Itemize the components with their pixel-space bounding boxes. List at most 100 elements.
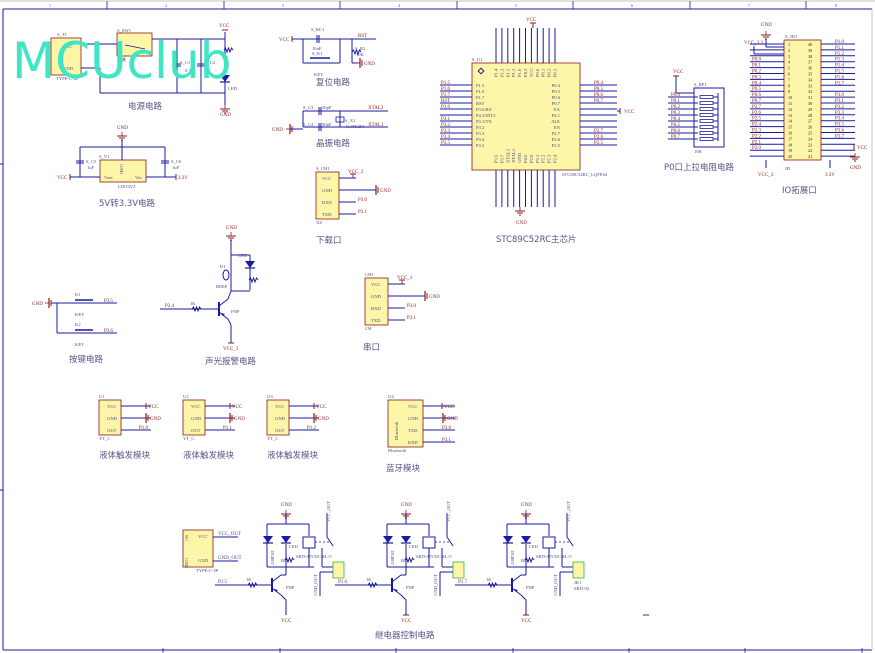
cap-ref: S_RC1 bbox=[311, 27, 325, 32]
alarm-led bbox=[245, 261, 255, 268]
pin-name: GND bbox=[198, 558, 209, 563]
io-footprint: JD bbox=[785, 166, 791, 171]
module-footprint: YT_C bbox=[99, 436, 110, 441]
module-ref: U2 bbox=[183, 394, 189, 399]
pin-number: 2 bbox=[788, 48, 790, 53]
vcc-net: VCC bbox=[673, 70, 684, 75]
mcu-pin-right: P0.7 bbox=[552, 101, 561, 106]
cap-value: 0.1uF bbox=[185, 68, 196, 73]
diode-part: 1N4007 bbox=[510, 550, 515, 566]
res-ref: S_R2 bbox=[355, 46, 366, 51]
relay-net: P1.5 bbox=[218, 580, 228, 585]
section-title-keys: 按键电路 bbox=[69, 354, 104, 365]
module-ref: U3 bbox=[267, 394, 273, 399]
column-number: 4 bbox=[398, 3, 400, 8]
alarm-net: P2.4 bbox=[165, 304, 175, 309]
io-net-right: P1.3 bbox=[835, 58, 845, 63]
ldo-pin: GND bbox=[119, 164, 124, 175]
transistor-arrow bbox=[514, 589, 518, 592]
io-net-left: P2.4 bbox=[752, 123, 762, 128]
pullup-net: P0.0 bbox=[671, 93, 681, 98]
io-net-right: P1.2 bbox=[835, 52, 845, 57]
transistor-collector bbox=[271, 574, 282, 583]
pin-name: RXD bbox=[322, 200, 332, 205]
switch-ref: S_SW1 bbox=[117, 28, 132, 33]
pin-name: GND bbox=[408, 416, 419, 421]
rn-ref: S_RP1 bbox=[694, 82, 707, 87]
mcu-pin-left: P1.5 bbox=[476, 83, 485, 88]
mcu-pin-left: P3.2 bbox=[476, 125, 485, 130]
net-txd: P3.0 bbox=[442, 426, 452, 431]
mcu-pin-left: RST bbox=[476, 101, 485, 106]
mcu-pin-left: P4.3/INT2 bbox=[476, 113, 496, 118]
crystal-ref: S_X1 bbox=[345, 118, 356, 123]
jack-type: SRD-03 bbox=[574, 586, 590, 591]
typec-connector bbox=[182, 529, 214, 568]
mcu-pin-top: P1.2 bbox=[505, 68, 510, 77]
diode-part: 1N4007 bbox=[270, 550, 275, 566]
mcu-pin-left: P3.5 bbox=[476, 143, 485, 148]
buzzer-type: BEEP bbox=[216, 284, 228, 289]
mcu-net-left: P3.3 bbox=[441, 129, 451, 134]
key-label: KEY bbox=[314, 72, 324, 77]
mcu-pin-bottom: P2.4 bbox=[553, 154, 558, 163]
pin-number: 36 bbox=[808, 66, 812, 71]
ldo-ref: S_V1 bbox=[99, 154, 110, 159]
mcu-pin-left: P3.0/RX bbox=[476, 107, 493, 112]
relay-led bbox=[401, 536, 411, 543]
pin-number: 22 bbox=[808, 148, 812, 153]
pin-name: VCC bbox=[107, 404, 116, 409]
rn-value: 10K bbox=[694, 149, 703, 154]
cap-ref: S_C5 bbox=[86, 159, 97, 164]
cap-value: 1uF bbox=[87, 165, 95, 170]
pin1-marker bbox=[477, 67, 485, 75]
net-gnd: GND bbox=[429, 295, 440, 300]
pullup-net: P0.7 bbox=[671, 135, 681, 140]
mcu-pin-left: P1.6 bbox=[476, 89, 485, 94]
key-ref: S_K1 bbox=[312, 51, 323, 56]
res-value: 10K bbox=[356, 52, 365, 57]
resistor bbox=[223, 46, 234, 54]
pin-number: 16 bbox=[788, 131, 792, 136]
mcuclub-watermark-logo: MCUclub bbox=[12, 32, 231, 90]
pin-name: GND bbox=[371, 294, 382, 299]
pin-name: TXD bbox=[408, 428, 418, 433]
pin-name: VCC bbox=[275, 404, 284, 409]
pin-name: OUT bbox=[275, 428, 285, 433]
led-label: LED bbox=[409, 544, 419, 549]
ea-vcc-net: VCC bbox=[624, 110, 635, 115]
section-title-power: 电源电路 bbox=[128, 101, 163, 112]
cap-ref: S_C3 bbox=[303, 105, 314, 110]
relay-led bbox=[521, 536, 531, 543]
pullup-net: P0.6 bbox=[671, 129, 681, 134]
pin-name: GND bbox=[191, 416, 202, 421]
net-rxd: P3.0 bbox=[358, 198, 368, 203]
section-title-liquid: 液体触发模块 bbox=[267, 450, 319, 461]
column-number: 8 bbox=[835, 3, 837, 8]
gnd-net: GND bbox=[401, 503, 412, 508]
pin-name: RXD bbox=[371, 306, 381, 311]
typec-part: TYPE-C-2P bbox=[196, 568, 219, 573]
header-CH1 bbox=[364, 277, 389, 326]
section-title-relay: 继电器控制电路 bbox=[375, 630, 435, 641]
mcu-pin-right: P0.4 bbox=[552, 83, 561, 88]
mcu-pin-right: ALE bbox=[551, 119, 560, 124]
ldo-pin: Vin bbox=[135, 175, 142, 180]
pullup-resistor bbox=[699, 113, 714, 117]
relay-coil bbox=[542, 536, 556, 549]
gnd-out-label: GND_OUT bbox=[433, 574, 438, 596]
gnd-net: GND bbox=[364, 62, 375, 67]
wire bbox=[227, 290, 232, 300]
section-title-liquid: 液体触发模块 bbox=[99, 450, 151, 461]
wire bbox=[446, 536, 454, 547]
mcu-pin-right: P0.6 bbox=[552, 95, 561, 100]
res-value: 1K bbox=[246, 577, 252, 582]
io-net-right: P3.0 bbox=[835, 93, 845, 98]
relay-part: SRD-05VDC-SL-C bbox=[416, 554, 452, 559]
transistor-arrow bbox=[394, 589, 398, 592]
transistor-type: PNP bbox=[526, 585, 535, 590]
relay-terminal-block bbox=[572, 561, 585, 579]
pin-number: 5 bbox=[788, 66, 790, 71]
wire bbox=[280, 594, 287, 601]
